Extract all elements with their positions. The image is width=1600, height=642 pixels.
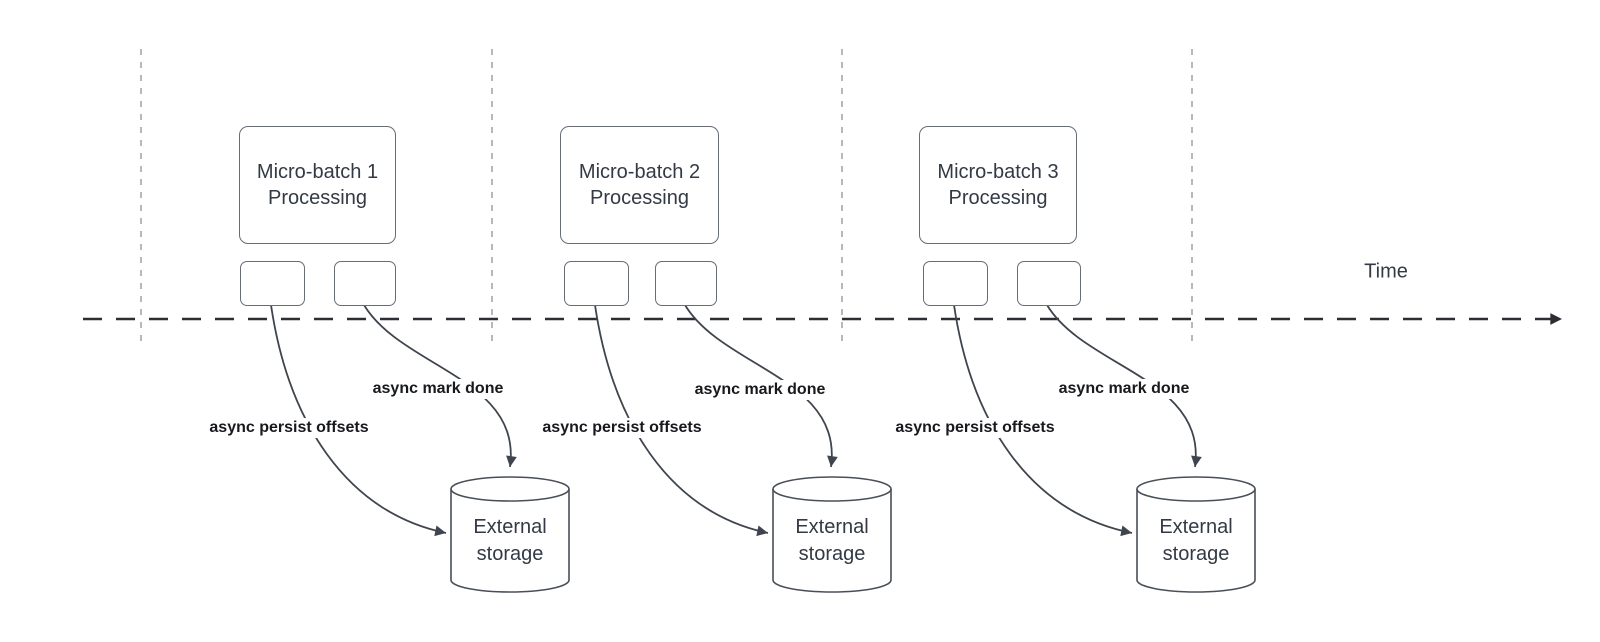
storage-label-1: External storage [473,515,547,565]
persist-offsets-arrow-3 [953,304,1133,537]
task-chip-1a [240,261,305,306]
persist-offsets-label-1: async persist offsets [206,418,372,438]
process-box-2: Micro-batch 2 Processing [560,126,719,244]
storage-label-3: External storage [1159,515,1233,565]
persist-offsets-arrow-1 [270,304,447,537]
mark-done-label-2: async mark done [691,380,829,400]
task-chip-2b [655,261,717,306]
persist-offsets-label-2: async persist offsets [539,418,705,438]
storage-cylinder-2 [772,476,892,593]
mark-done-label-1: async mark done [369,379,507,399]
time-axis-label: Time [1364,260,1408,283]
mark-done-arrow-2 [684,304,838,468]
persist-offsets-arrow-2 [594,304,769,537]
storage-cylinder-3 [1136,476,1256,593]
mark-done-arrow-1 [363,304,517,468]
persist-offsets-label-3: async persist offsets [892,418,1058,438]
storage-label-2: External storage [795,515,869,565]
mark-done-label-3: async mark done [1055,379,1193,399]
task-chip-1b [334,261,396,306]
task-chip-3a [923,261,988,306]
storage-cylinder-1 [450,476,570,593]
task-chip-3b [1017,261,1081,306]
task-chip-2a [564,261,629,306]
mark-done-arrow-3 [1046,304,1202,468]
process-box-3: Micro-batch 3 Processing [919,126,1077,244]
process-box-1: Micro-batch 1 Processing [239,126,396,244]
